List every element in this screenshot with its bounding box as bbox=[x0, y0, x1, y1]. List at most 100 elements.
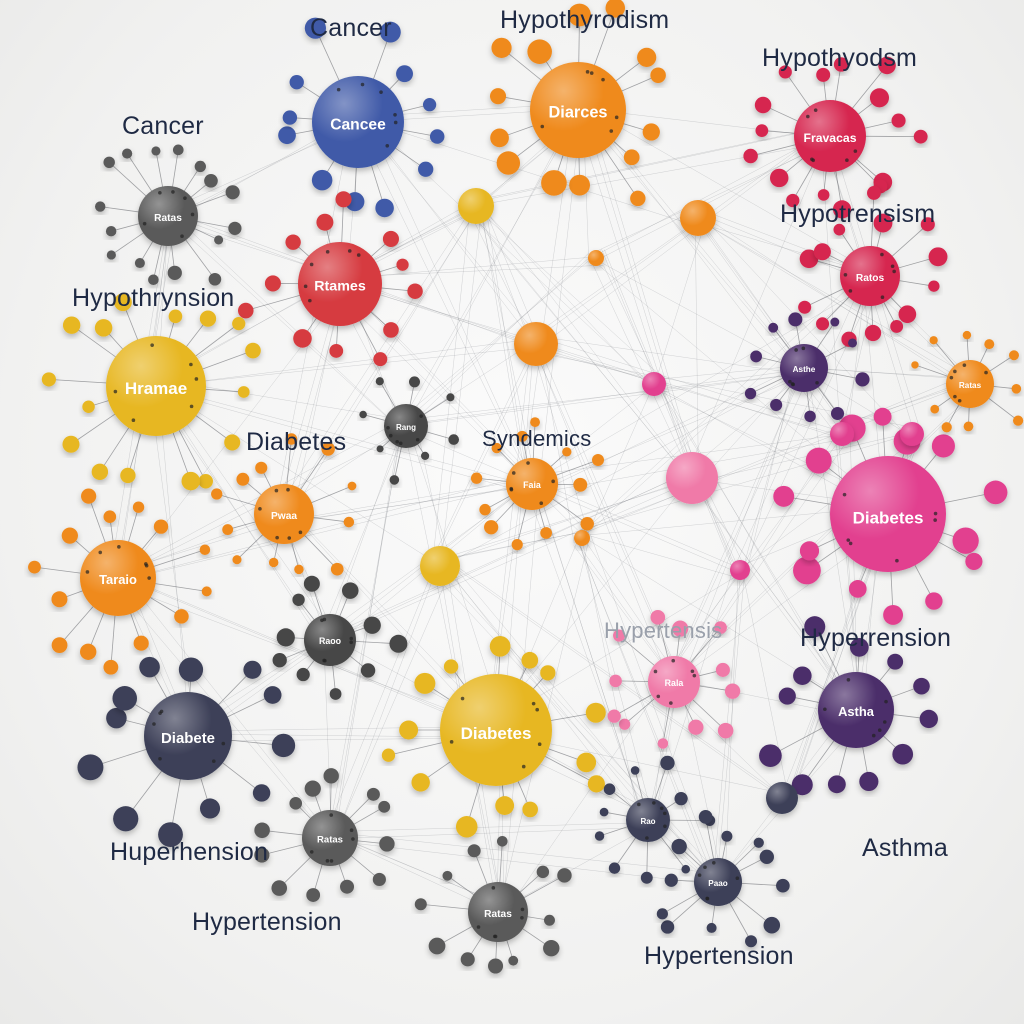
satellite-node bbox=[132, 501, 145, 513]
satellite-node bbox=[650, 610, 666, 625]
satellite-node bbox=[77, 754, 104, 781]
satellite-node bbox=[407, 283, 423, 299]
satellite-node bbox=[61, 527, 78, 544]
connection-line bbox=[339, 279, 659, 384]
hub-label: Hramae bbox=[125, 379, 187, 398]
free-node-shine bbox=[420, 546, 460, 586]
connection-line bbox=[399, 251, 596, 427]
satellite-node bbox=[491, 442, 502, 454]
hub-shine bbox=[144, 692, 232, 780]
hub-label: Ratas bbox=[317, 834, 343, 845]
connection-line bbox=[686, 141, 827, 475]
connection-line bbox=[692, 214, 846, 429]
connection-line bbox=[436, 481, 687, 561]
satellite-node bbox=[470, 472, 483, 484]
hub-label: Fravacas bbox=[803, 131, 856, 145]
satellite-node bbox=[511, 539, 523, 551]
hub-label: Diabetes bbox=[461, 724, 532, 743]
satellite-node bbox=[214, 235, 224, 245]
hub-dot bbox=[949, 375, 954, 380]
connection-line bbox=[171, 220, 401, 430]
satellite-node bbox=[199, 310, 217, 327]
hub-dot bbox=[531, 701, 536, 706]
hub-dot bbox=[953, 369, 957, 374]
satellite-node bbox=[376, 445, 384, 453]
hub-dot bbox=[703, 865, 707, 870]
hub-dot bbox=[349, 828, 354, 833]
connection-line bbox=[356, 122, 532, 483]
satellite-node bbox=[381, 748, 396, 762]
satellite-node bbox=[931, 434, 955, 458]
hub-dot bbox=[521, 764, 526, 769]
satellite-node bbox=[744, 387, 757, 400]
satellite-node bbox=[580, 517, 594, 531]
hub-label: Ratas bbox=[959, 381, 982, 390]
hub-dot bbox=[540, 124, 545, 129]
satellite-node bbox=[642, 123, 660, 141]
satellite-node bbox=[804, 410, 816, 423]
satellite-node bbox=[224, 434, 241, 451]
satellite-node bbox=[890, 319, 904, 333]
satellite-node bbox=[813, 243, 831, 261]
connection-line bbox=[433, 573, 726, 889]
label-huperhension: Huperhension bbox=[110, 838, 268, 866]
satellite-node bbox=[613, 629, 626, 642]
satellite-node bbox=[467, 844, 481, 858]
satellite-node bbox=[106, 707, 127, 729]
satellite-node bbox=[382, 230, 399, 247]
connection-line bbox=[603, 265, 700, 471]
satellite-node bbox=[804, 616, 826, 638]
label-hypothyodsm: Hypothyodsm bbox=[762, 44, 917, 72]
hub-shine bbox=[304, 614, 356, 666]
satellite-node bbox=[264, 275, 281, 292]
satellite-node bbox=[496, 835, 508, 847]
connection-line bbox=[529, 223, 693, 339]
connection-line bbox=[431, 352, 532, 562]
hub-dot bbox=[652, 801, 656, 805]
hub-dot bbox=[645, 836, 649, 840]
hub-label: Taraio bbox=[99, 572, 137, 587]
satellite-node bbox=[878, 56, 896, 75]
hub-dot bbox=[823, 707, 827, 712]
satellite-node bbox=[830, 317, 840, 327]
connection-line bbox=[691, 433, 908, 484]
connection-line bbox=[322, 470, 694, 639]
hub-purple-small: Asthe bbox=[780, 344, 828, 392]
satellite-node bbox=[323, 768, 339, 784]
hub-dot bbox=[415, 437, 420, 442]
hub-shine bbox=[830, 456, 946, 572]
hub-shine bbox=[506, 458, 558, 510]
satellite-node bbox=[428, 937, 446, 955]
hub-shine bbox=[530, 62, 626, 158]
connection-line bbox=[586, 542, 679, 678]
satellite-node bbox=[805, 447, 832, 474]
hub-label: Rao bbox=[640, 817, 655, 826]
connection-line bbox=[681, 441, 847, 678]
satellite-node bbox=[245, 342, 261, 359]
satellite-node bbox=[208, 272, 222, 286]
satellite-node bbox=[329, 688, 342, 700]
connection-line bbox=[543, 127, 830, 344]
satellite-node bbox=[724, 683, 741, 699]
satellite-node bbox=[379, 21, 401, 43]
connection-line bbox=[529, 338, 588, 532]
satellite-node bbox=[341, 582, 359, 599]
satellite-node bbox=[887, 653, 904, 670]
satellite-node bbox=[236, 472, 250, 486]
hub-diarces: Diarces bbox=[530, 62, 626, 158]
hub-dot bbox=[788, 379, 792, 384]
hub-orange-mid: Pwaa bbox=[254, 484, 314, 544]
connection-line bbox=[704, 218, 912, 441]
satellite-node bbox=[91, 463, 109, 481]
satellite-node bbox=[51, 591, 68, 608]
hub-dot bbox=[659, 806, 664, 811]
connection-line bbox=[322, 558, 438, 841]
hub-orange-left: Taraio bbox=[80, 540, 156, 616]
satellite-node bbox=[962, 330, 972, 340]
satellite-node bbox=[81, 488, 97, 504]
hub-dot bbox=[393, 120, 398, 125]
hub-dot bbox=[336, 87, 341, 92]
hub-dot bbox=[810, 157, 814, 162]
satellite-node bbox=[522, 801, 538, 818]
connection-line bbox=[655, 689, 677, 818]
